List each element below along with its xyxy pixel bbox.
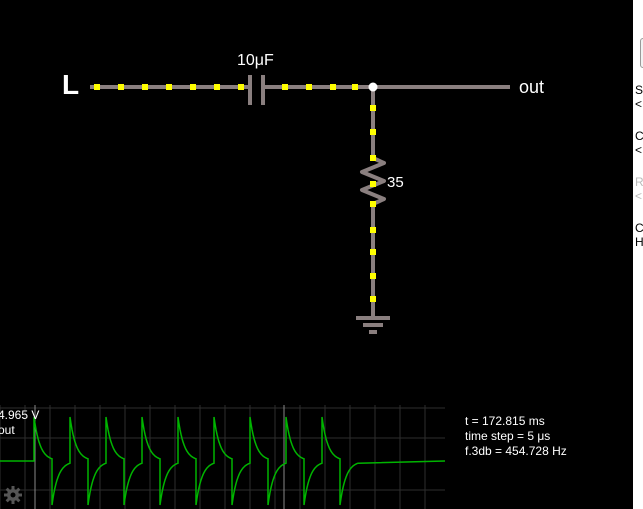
side-panel-control[interactable]: [640, 38, 643, 68]
side-panel-char: S: [635, 83, 643, 97]
side-panel-char: <: [635, 143, 643, 157]
resistor-label: 35: [387, 174, 404, 191]
sim-time-step: time step = 5 μs: [465, 429, 551, 443]
circuit-schematic[interactable]: [0, 0, 640, 400]
side-panel-char: <: [635, 189, 643, 203]
resistor[interactable]: [360, 150, 386, 210]
side-panel-char: <: [635, 97, 643, 111]
capacitor-label: 10μF: [237, 52, 274, 69]
side-panel[interactable]: S < C < R < C H: [633, 0, 643, 509]
scope-max-voltage: 4.965 V: [0, 408, 40, 422]
sim-time: t = 172.815 ms: [465, 414, 545, 428]
scope-plot[interactable]: [0, 405, 445, 509]
ground-symbol[interactable]: [356, 316, 390, 334]
current-dots: [94, 84, 376, 302]
scope-grid: [0, 405, 445, 509]
sim-info: t = 172.815 ms time step = 5 μs f.3db = …: [465, 414, 567, 459]
gear-icon[interactable]: [3, 485, 23, 505]
side-panel-char: C: [635, 129, 643, 143]
output-label[interactable]: out: [519, 77, 545, 97]
capacitor[interactable]: [248, 75, 265, 105]
side-panel-char: H: [635, 235, 643, 249]
scope-trace: [0, 416, 445, 506]
sim-f3db: f.3db = 454.728 Hz: [465, 444, 567, 458]
scope-probe-name: out: [0, 423, 15, 437]
side-panel-char: R: [635, 175, 643, 189]
side-panel-char: C: [635, 221, 643, 235]
junction-node: [368, 82, 378, 92]
logic-input-label[interactable]: L: [62, 69, 80, 100]
scope-panel[interactable]: 4.965 V out t = 172.815 ms time step = 5…: [0, 405, 640, 509]
